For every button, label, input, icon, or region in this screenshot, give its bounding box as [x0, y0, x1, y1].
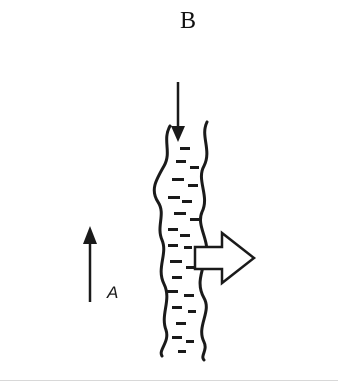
- down-arrow-icon: [171, 82, 185, 142]
- column-left-boundary: [154, 126, 170, 356]
- column-right-boundary: [200, 122, 207, 360]
- arrow-label: A: [106, 283, 118, 302]
- divider: [0, 380, 338, 381]
- up-arrow-icon: [83, 226, 97, 302]
